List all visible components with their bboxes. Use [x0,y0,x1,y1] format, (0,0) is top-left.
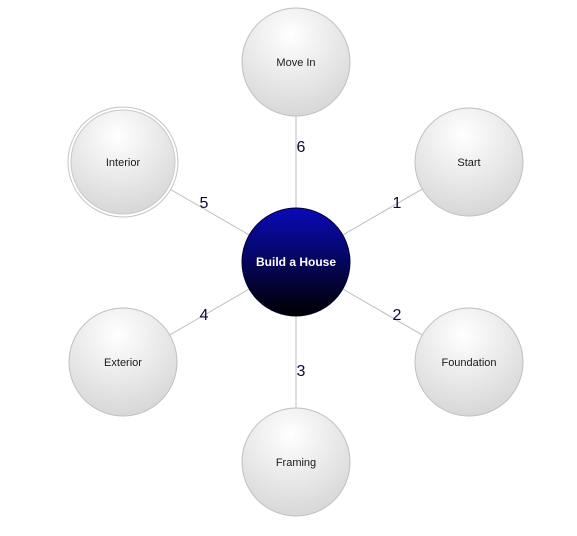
center-label: Build a House [256,255,336,269]
node-exterior[interactable]: Exterior [68,307,178,417]
node-framing[interactable]: Framing [241,407,351,517]
node-interior[interactable]: Interior [67,106,179,218]
node-label-interior: Interior [106,157,141,169]
step-number-6: 6 [297,139,306,156]
step-number-3: 3 [297,363,306,380]
center-node[interactable]: Build a House [241,207,351,317]
node-label-move-in: Move In [276,57,315,69]
node-move-in[interactable]: Move In [241,7,351,117]
node-label-framing: Framing [276,457,316,469]
step-number-4: 4 [200,307,209,324]
step-number-5: 5 [200,195,209,212]
step-numbers: 1 2 3 4 5 6 [200,139,402,380]
node-foundation[interactable]: Foundation [414,307,524,417]
node-label-foundation: Foundation [441,357,496,369]
node-start[interactable]: Start [414,107,524,217]
step-number-2: 2 [393,307,402,324]
step-number-1: 1 [393,195,402,212]
node-label-start: Start [457,157,480,169]
node-label-exterior: Exterior [104,357,142,369]
